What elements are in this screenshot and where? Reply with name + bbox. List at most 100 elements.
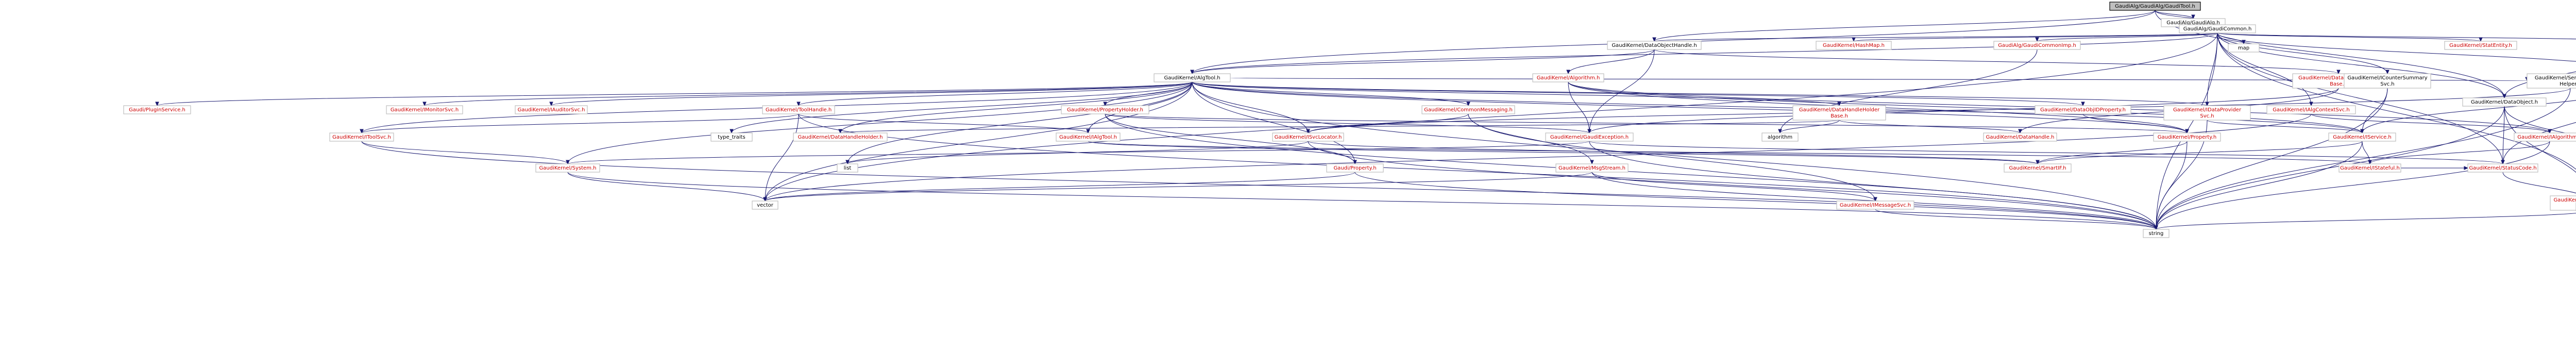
node-label: GaudiKernel/ICounterSummary <box>2347 75 2427 81</box>
node-ialgorithm[interactable]: GaudiKernel/IAlgorithm.h <box>2514 132 2576 142</box>
node-propertyholder[interactable]: GaudiKernel/PropertyHolder.h <box>1061 105 1149 114</box>
node-isvclocator[interactable]: GaudiKernel/ISvcLocator.h <box>1272 132 1344 142</box>
node-algorithm-std[interactable]: algorithm <box>1761 132 1799 142</box>
node-statentity[interactable]: GaudiKernel/StatEntity.h <box>2444 41 2517 50</box>
node-type-traits[interactable]: type_traits <box>710 132 753 142</box>
edge-algtool-to-list <box>845 81 1193 165</box>
node-imonitorsvc[interactable]: GaudiKernel/IMonitorSvc.h <box>386 105 463 114</box>
edge-chronostat-to-iservice <box>2360 100 2576 134</box>
edge-chronostat-to-statuscode <box>2501 122 2576 165</box>
node-map[interactable]: map <box>2228 43 2260 53</box>
edge-gaudicommon-to-hashmap <box>1852 32 2218 42</box>
node-datahandle[interactable]: GaudiKernel/DataHandle.h <box>1983 132 2057 142</box>
node-statuscode[interactable]: GaudiKernel/StatusCode.h <box>2467 163 2538 173</box>
edge-dhholderbase-to-datahandle <box>1839 120 2022 134</box>
node-dataobjhandle[interactable]: GaudiKernel/DataObjectHandle.h <box>1607 41 1702 50</box>
arrowhead <box>2191 14 2195 20</box>
node-algorithm-h[interactable]: GaudiKernel/Algorithm.h <box>1532 73 1604 82</box>
node-box <box>2153 132 2221 142</box>
node-slhelper[interactable]: GaudiKernel/ServiceLocatorHelper.h <box>2527 73 2576 89</box>
edge-root-to-gaudialg_h <box>2155 10 2195 20</box>
arrowhead <box>796 102 801 107</box>
node-label: GaudiKernel/IMonitorSvc.h <box>391 107 459 113</box>
node-box <box>1154 73 1231 82</box>
node-isystem[interactable]: GaudiKernel/System.h <box>535 163 600 173</box>
node-box <box>1607 41 1702 50</box>
node-hashmap[interactable]: GaudiKernel/HashMap.h <box>1816 41 1892 50</box>
arrowhead <box>838 129 842 134</box>
node-pluginservice[interactable]: Gaudi/PluginService.h <box>123 105 191 114</box>
arrowhead <box>566 160 570 165</box>
node-label: GaudiAlg/GaudiCommon.h <box>2183 26 2252 32</box>
arrowhead <box>845 160 850 165</box>
node-vector[interactable]: vector <box>752 200 778 210</box>
node-gproperty[interactable]: Gaudi/Property.h <box>1326 163 1384 173</box>
node-label: GaudiKernel/DataObjIDProperty.h <box>2040 107 2126 113</box>
node-msgstream[interactable]: GaudiKernel/MsgStream.h <box>1555 163 1629 173</box>
node-ialgcontext[interactable]: GaudiKernel/IAlgContextSvc.h <box>2266 105 2356 114</box>
node-iservice[interactable]: GaudiKernel/IService.h <box>2328 132 2396 142</box>
arrowhead <box>2464 166 2469 170</box>
arrowhead <box>1190 70 1194 75</box>
edge-commonimp-to-algorithm_std <box>1778 49 2038 134</box>
node-algtool[interactable]: GaudiKernel/AlgTool.h <box>1154 73 1231 82</box>
node-smartif[interactable]: GaudiKernel/SmartIF.h <box>2004 163 2072 173</box>
node-box <box>1993 41 2081 50</box>
node-iauditorsvc[interactable]: GaudiKernel/IAuditorSvc.h <box>515 105 588 114</box>
node-root[interactable]: GaudiAlg/GaudiAlg/GaudiTool.h <box>2109 2 2201 11</box>
arrowhead <box>2081 102 2085 107</box>
node-datobjidprop[interactable]: GaudiKernel/DataObjIDProperty.h <box>2035 105 2131 114</box>
node-label: GaudiAlg/GaudiAlg/GaudiTool.h <box>2115 4 2195 9</box>
node-box <box>2035 105 2131 114</box>
edge-isystem-to-string <box>567 172 2158 230</box>
node-gaudicommon[interactable]: GaudiAlg/GaudiCommon.h <box>2179 24 2256 33</box>
edge-iupdatemgr-to-string <box>2154 213 2576 230</box>
edge-gaudicommon-to-iupdatemgr <box>2217 32 2576 170</box>
node-label: GaudiKernel/DataObjectHandle.h <box>1612 43 1697 48</box>
node-label: GaudiKernel/IUpdateManager <box>2553 197 2576 203</box>
node-property-k[interactable]: GaudiKernel/Property.h <box>2153 132 2221 142</box>
node-label: GaudiKernel/IAlgTool.h <box>1059 135 1117 140</box>
node-list[interactable]: list <box>837 163 858 173</box>
arrowhead <box>2360 129 2364 134</box>
node-box <box>1272 132 1344 142</box>
node-box <box>1532 73 1604 82</box>
node-dhholder[interactable]: GaudiKernel/DataHandleHolder.h <box>793 132 888 142</box>
node-label: Base.h <box>2330 81 2347 87</box>
node-label: GaudiKernel/SmartIF.h <box>2009 165 2066 171</box>
arrowhead <box>549 102 553 107</box>
node-ialgtool[interactable]: GaudiKernel/IAlgTool.h <box>1056 132 1121 142</box>
edge-gaudicommon-to-vector <box>763 32 2218 202</box>
node-toolhandle[interactable]: GaudiKernel/ToolHandle.h <box>762 105 835 114</box>
node-commonimp[interactable]: GaudiAlg/GaudiCommonImp.h <box>1993 41 2081 50</box>
edge-algtool-to-toolhandle <box>796 81 1193 107</box>
node-label: GaudiKernel/DataHandle.h <box>1986 135 2055 140</box>
node-gaudiexception[interactable]: GaudiKernel/GaudiException.h <box>1545 132 1634 142</box>
node-box <box>2179 24 2256 33</box>
node-iupdatemgr[interactable]: GaudiKernel/IUpdateManagerSvc.h <box>2550 195 2576 211</box>
node-dataobject[interactable]: GaudiKernel/DataObject.h <box>2462 97 2547 107</box>
edge-countersummary-to-iservice <box>2360 88 2388 134</box>
node-label: GaudiKernel/IService.h <box>2333 135 2392 140</box>
node-string[interactable]: string <box>2143 229 2170 238</box>
edge-gaudicommon-to-idataprovider <box>2205 32 2218 107</box>
edge-idataprovider-to-iservice <box>2207 120 2364 134</box>
node-label: GaudiKernel/ServiceLocator <box>2535 75 2576 81</box>
node-box <box>837 163 858 173</box>
node-label: GaudiKernel/MsgStream.h <box>1558 165 1625 171</box>
header-nodes: GaudiAlg/GaudiAlg/GaudiTool.hGaudiAlg/Ga… <box>123 2 2576 238</box>
node-label: map <box>2238 45 2249 51</box>
edge-algtool-to-iauditorsvc <box>549 81 1193 107</box>
node-box <box>1061 105 1149 114</box>
node-commonmsg[interactable]: GaudiKernel/CommonMessaging.h <box>1421 105 1515 114</box>
node-istateful[interactable]: GaudiKernel/IStateful.h <box>2338 163 2401 173</box>
node-box <box>515 105 588 114</box>
node-imessagesvc[interactable]: GaudiKernel/IMessageSvc.h <box>1836 200 1914 210</box>
node-itoolsvc[interactable]: GaudiKernel/IToolSvc.h <box>329 132 394 142</box>
node-box <box>2527 73 2576 89</box>
node-label: GaudiKernel/CommonMessaging.h <box>1424 107 1513 113</box>
edge-gaudicommon-to-smartdataptr <box>2217 32 2576 40</box>
